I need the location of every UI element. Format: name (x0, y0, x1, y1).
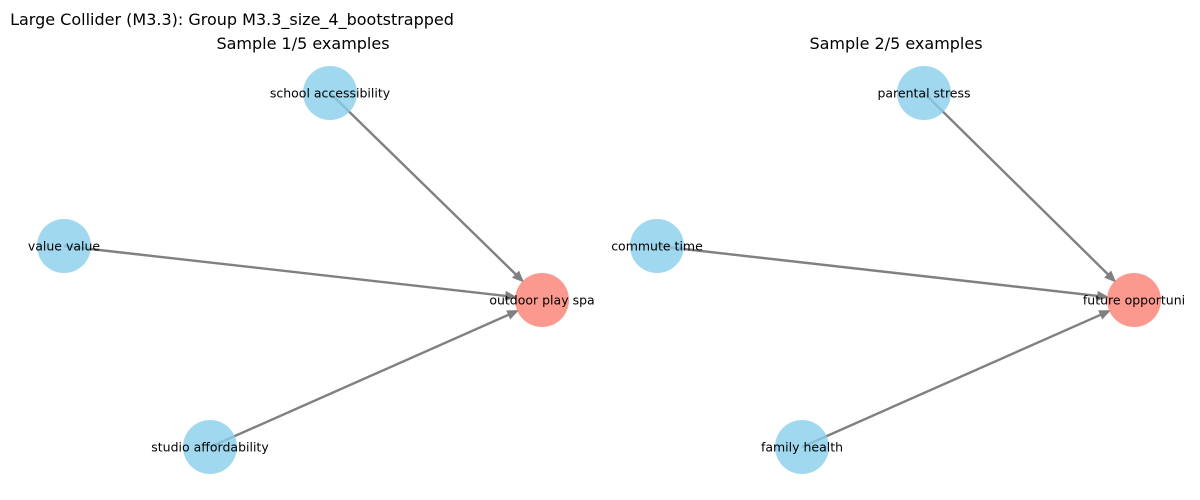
node-school-accessibility (303, 66, 357, 120)
edge-arrowhead (1104, 270, 1117, 283)
node-label-family-health: family health (761, 440, 843, 455)
edge-studio-affordability-to-outdoor-play-spa (209, 311, 515, 449)
node-future-opportuni (1107, 273, 1161, 327)
panel-2-subtitle: Sample 2/5 examples (809, 34, 982, 53)
node-outdoor-play-spa (515, 273, 569, 327)
figure-title: Large Collider (M3.3): Group M3.3_size_4… (10, 10, 454, 30)
edge-arrowhead (506, 310, 520, 320)
edge-school-accessibility-to-outdoor-play-spa (329, 92, 521, 280)
node-parental-stress (897, 66, 951, 120)
node-value-value (37, 219, 91, 273)
panel-2-graph: parental stress commute time family health… (611, 66, 1185, 474)
node-label-future-opportuni: future opportuni (1083, 293, 1185, 308)
edge-arrowhead (504, 290, 518, 301)
edge-commute-time-to-future-opportuni (656, 244, 1104, 298)
node-commute-time (630, 219, 684, 273)
edge-value-value-to-outdoor-play-spa (63, 244, 512, 298)
node-family-health (775, 420, 829, 474)
edge-arrowhead (512, 270, 525, 283)
panel-1-subtitle: Sample 1/5 examples (216, 34, 389, 53)
edge-arrowhead (1096, 290, 1110, 301)
node-label-studio-affordability: studio affordability (151, 440, 269, 455)
node-label-school-accessibility: school accessibility (270, 86, 391, 101)
edge-arrowhead (1098, 310, 1112, 320)
node-label-value-value: value value (28, 239, 101, 254)
node-studio-affordability (183, 420, 237, 474)
node-label-outdoor-play-spa: outdoor play spa (489, 293, 594, 308)
node-label-parental-stress: parental stress (877, 86, 970, 101)
edge-parental-stress-to-future-opportuni (923, 92, 1113, 280)
node-label-commute-time: commute time (611, 239, 703, 254)
edge-family-health-to-future-opportuni (801, 311, 1107, 449)
panel-1-graph: school accessibility value value studio af… (28, 66, 595, 474)
